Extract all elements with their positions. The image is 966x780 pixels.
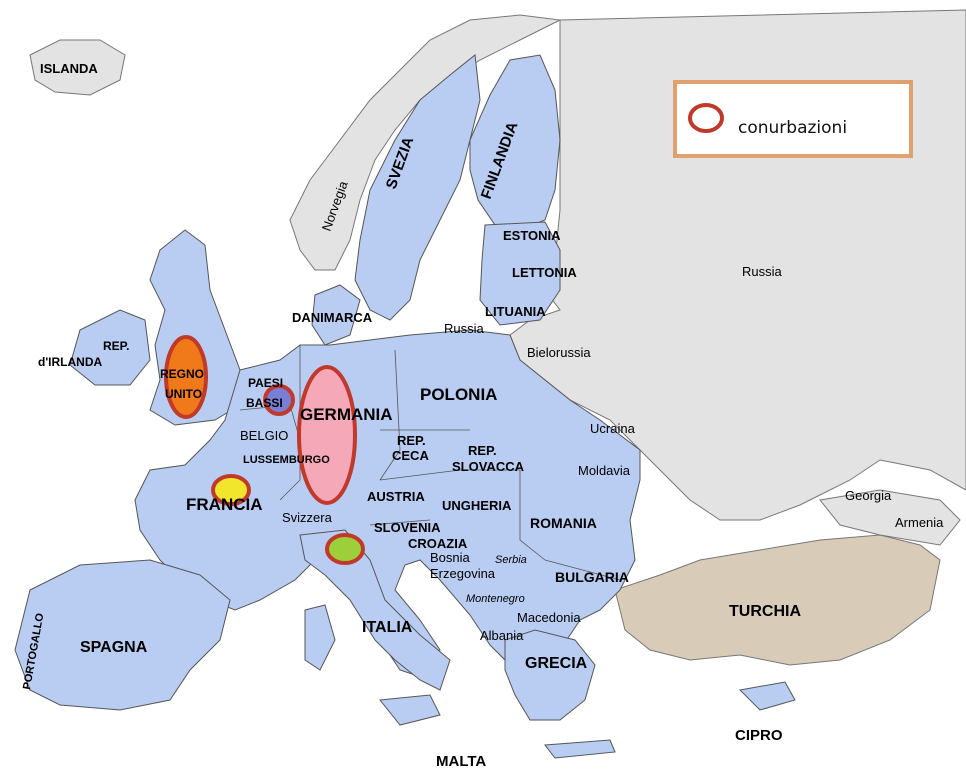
- label-serbia: Serbia: [495, 554, 527, 566]
- label-spagna: SPAGNA: [80, 639, 148, 656]
- label-grecia: GRECIA: [525, 655, 588, 672]
- label-romania: ROMANIA: [530, 515, 597, 531]
- border-bg: [544, 559, 621, 581]
- label-belgio: BELGIO: [240, 428, 288, 443]
- conurbation-italy: [325, 533, 365, 565]
- label-estonia: ESTONIA: [503, 228, 561, 243]
- border-si: [369, 519, 431, 526]
- label-lettonia: LETTONIA: [512, 265, 577, 280]
- label-rep-slovacca-line2: SLOVACCA: [452, 459, 525, 474]
- label-bulgaria: BULGARIA: [555, 569, 629, 585]
- land-finland: [469, 54, 561, 231]
- label-austria: AUSTRIA: [367, 489, 425, 504]
- label-germania: GERMANIA: [300, 405, 393, 424]
- conurbation-benelux: [263, 384, 295, 416]
- label-rep-ceca-line1: REP.: [397, 433, 426, 448]
- label-rep-ceca-line2: CECA: [392, 448, 429, 463]
- country-labels: ISLANDA Norvegia SVEZIA FINLANDIA ESTONI…: [21, 61, 944, 770]
- label-islanda: ISLANDA: [40, 61, 98, 76]
- land-ireland: [69, 309, 151, 386]
- label-danimarca: DANIMARCA: [292, 310, 373, 325]
- label-cipro: CIPRO: [735, 727, 783, 744]
- conurbation-uk: [164, 335, 208, 419]
- legend-conurbation-marker-icon: [688, 103, 724, 133]
- label-francia: FRANCIA: [186, 495, 263, 514]
- label-russia-kaliningrad: Russia: [444, 321, 485, 336]
- land-turkey: [614, 534, 941, 666]
- label-regno-unito-line2: UNITO: [165, 387, 202, 401]
- land-sardinia: [304, 604, 336, 671]
- label-albania: Albania: [480, 628, 524, 643]
- label-polonia: POLONIA: [420, 385, 497, 404]
- label-irlanda-line1: REP.: [103, 339, 129, 353]
- label-bielorussia: Bielorussia: [527, 345, 591, 360]
- label-bosnia: Bosnia: [430, 550, 471, 565]
- land-italy: [299, 529, 451, 691]
- label-montenegro: Montenegro: [466, 593, 525, 605]
- land-crete: [544, 739, 616, 759]
- land-caucasus: [819, 489, 961, 546]
- label-georgia: Georgia: [845, 488, 892, 503]
- label-moldavia: Moldavia: [578, 463, 631, 478]
- label-erzegovina: Erzegovina: [430, 566, 496, 581]
- border-de-pl: [379, 349, 401, 481]
- label-malta: MALTA: [436, 753, 486, 770]
- land-iberia: [14, 559, 231, 711]
- label-slovenia: SLOVENIA: [374, 520, 441, 535]
- legend-frame: [673, 80, 913, 158]
- border-at-hu: [379, 469, 520, 481]
- label-russia: Russia: [742, 264, 783, 279]
- land-sicily: [379, 694, 441, 726]
- border-fr-de: [279, 345, 301, 501]
- land-baltics: [479, 221, 561, 326]
- border-ro: [519, 470, 546, 561]
- label-italia: ITALIA: [362, 619, 413, 636]
- land-iceland: [29, 39, 126, 96]
- label-paesi-bassi-line1: PAESI: [248, 376, 283, 390]
- label-croazia: CROAZIA: [408, 536, 468, 551]
- label-ucraina: Ucraina: [590, 421, 636, 436]
- land-denmark: [311, 284, 361, 346]
- land-cyprus: [738, 681, 796, 711]
- conurbation-germany: [297, 365, 357, 505]
- label-ungheria: UNGHERIA: [442, 498, 512, 513]
- legend: conurbazioni: [673, 80, 913, 158]
- conurbation-markers: [164, 335, 365, 565]
- label-turchia: TURCHIA: [729, 603, 801, 620]
- label-armenia: Armenia: [895, 515, 944, 530]
- land-norway: [289, 14, 562, 271]
- label-lussemburgo: LUSSEMBURGO: [243, 454, 330, 466]
- label-regno-unito-line1: REGNO: [160, 367, 204, 381]
- label-rep-slovacca-line1: REP.: [468, 443, 497, 458]
- label-irlanda-line2: d'IRLANDA: [38, 355, 103, 369]
- legend-label: conurbazioni: [738, 118, 847, 138]
- label-lituania: LITUANIA: [485, 304, 546, 319]
- label-macedonia: Macedonia: [517, 610, 581, 625]
- label-paesi-bassi-line2: BASSI: [246, 396, 283, 410]
- conurbation-france: [211, 474, 251, 506]
- land-greece: [504, 629, 596, 721]
- land-sweden: [354, 54, 481, 321]
- label-svizzera: Svizzera: [282, 510, 333, 525]
